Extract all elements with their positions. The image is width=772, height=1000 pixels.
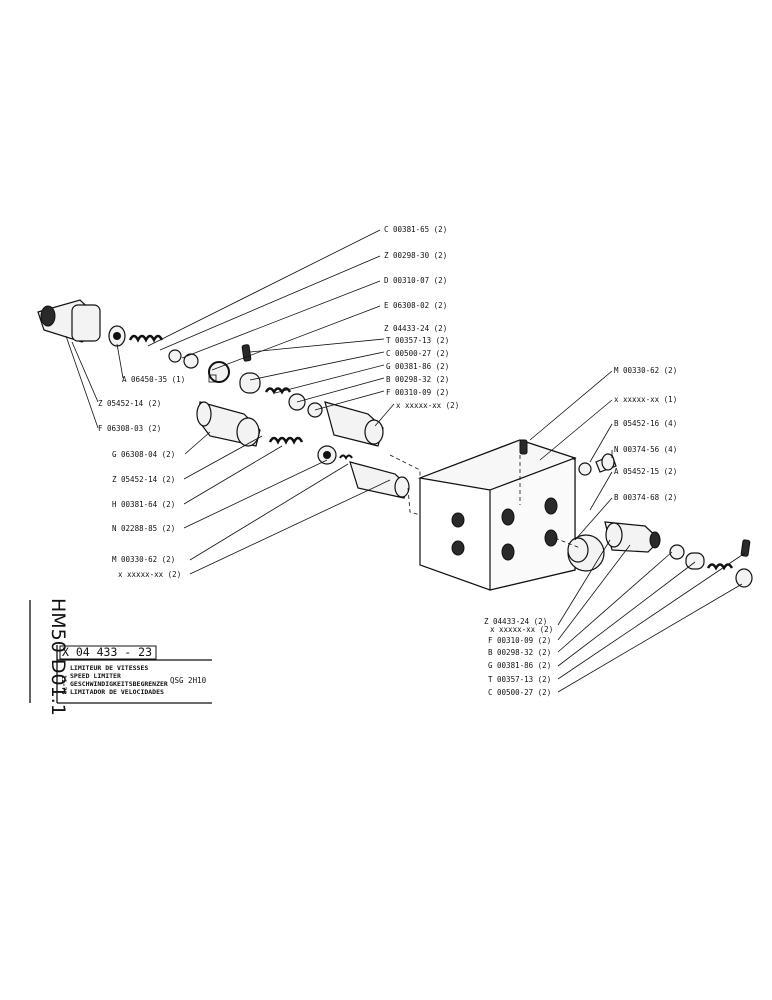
label-r4: A 05452-15 (2) bbox=[614, 467, 677, 476]
label-b3: B 00298-32 (2) bbox=[488, 648, 551, 657]
label-l0: C 00381-65 (2) bbox=[384, 225, 447, 234]
title-es: LIMITADOR DE VELOCIDADES bbox=[70, 688, 164, 696]
title-fr: LIMITEUR DE VITESSES bbox=[70, 664, 148, 672]
label-r2: B 05452-16 (4) bbox=[614, 419, 677, 428]
title-block: HM50 D01.1 11-73 X 04 433 - 23 LIMITEUR … bbox=[29, 598, 212, 716]
side-date: 11-73 bbox=[60, 675, 68, 695]
part-labels: C 00381-65 (2) Z 00298-30 (2) D 00310-07… bbox=[98, 225, 677, 697]
label-l12: Z 05452-14 (2) bbox=[98, 399, 161, 408]
label-l4: Z 04433-24 (2) bbox=[384, 324, 447, 333]
label-l5: T 00357-13 (2) bbox=[386, 336, 449, 345]
label-l8: B 00298-32 (2) bbox=[386, 375, 449, 384]
label-r5: B 00374-68 (2) bbox=[614, 493, 677, 502]
label-b0: Z 04433-24 (2) bbox=[484, 617, 547, 626]
label-l10: x xxxxx-xx (2) bbox=[396, 401, 459, 410]
valve-block bbox=[417, 439, 577, 591]
label-b6: C 00500-27 (2) bbox=[488, 688, 551, 697]
right-lower-parts bbox=[554, 521, 753, 588]
label-l14: G 06308-04 (2) bbox=[112, 450, 175, 459]
label-l17: N 02288-85 (2) bbox=[112, 524, 175, 533]
label-l16: H 00381-64 (2) bbox=[112, 500, 175, 509]
label-b2: F 00310-09 (2) bbox=[488, 636, 551, 645]
label-b4: G 00381-86 (2) bbox=[488, 661, 551, 670]
label-l9: F 00310-09 (2) bbox=[386, 388, 449, 397]
label-b1: x xxxxx-xx (2) bbox=[490, 625, 553, 634]
left-upper-parts bbox=[37, 299, 384, 447]
model-ref: QSG 2H10 bbox=[170, 676, 207, 685]
label-l7: G 00381-86 (2) bbox=[386, 362, 449, 371]
label-l18: M 00330-62 (2) bbox=[112, 555, 175, 564]
title-de: GESCHWINDIGKEITSBEGRENZER bbox=[70, 680, 168, 688]
right-upper-parts bbox=[519, 439, 617, 505]
label-l15: Z 05452-14 (2) bbox=[112, 475, 175, 484]
label-r1: x xxxxx-xx (1) bbox=[614, 395, 677, 404]
leader-lines bbox=[65, 229, 746, 693]
label-l6: C 00500-27 (2) bbox=[386, 349, 449, 358]
label-l19: x xxxxx-xx (2) bbox=[118, 570, 181, 579]
label-l13: F 06308-03 (2) bbox=[98, 424, 161, 433]
label-l3: E 06308-02 (2) bbox=[384, 301, 447, 310]
label-l2: D 00310-07 (2) bbox=[384, 276, 447, 285]
label-l1: Z 00298-30 (2) bbox=[384, 251, 447, 260]
label-b5: T 00357-13 (2) bbox=[488, 675, 551, 684]
label-l11: A 06450-35 (1) bbox=[122, 375, 185, 384]
model-code: HM50 D01.1 bbox=[47, 598, 69, 716]
title-en: SPEED LIMITER bbox=[70, 672, 121, 680]
left-lower-parts bbox=[196, 401, 421, 516]
drawing-number: X 04 433 - 23 bbox=[62, 645, 152, 659]
label-r0: M 00330-62 (2) bbox=[614, 366, 677, 375]
label-r3: N 00374-56 (4) bbox=[614, 445, 677, 454]
